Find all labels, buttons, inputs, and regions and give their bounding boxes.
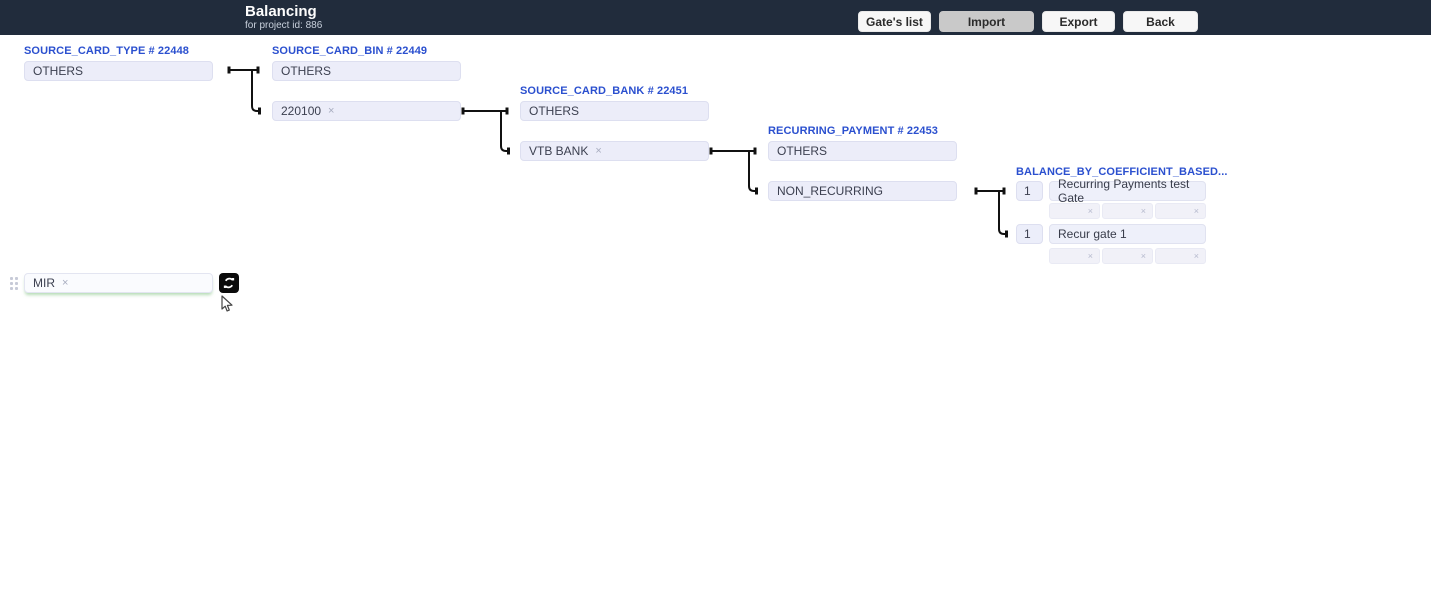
column-label-balance-by-coefficient: BALANCE_BY_COEFFICIENT_BASED... [1016,166,1228,178]
gate-empty-slot-row: × × × [1049,248,1206,264]
connector-bank-to-recurring [709,147,758,195]
import-button[interactable]: Import [939,11,1034,32]
gate-empty-slot-row: × × × [1049,203,1206,219]
node-value: OTHERS [777,144,828,158]
gates-list-button[interactable]: Gate's list [858,11,931,32]
remove-icon[interactable]: × [62,277,69,289]
node-value: OTHERS [33,64,84,78]
remove-icon[interactable]: × [1193,205,1199,216]
sync-icon [223,277,235,289]
connector-recurring-to-gates [974,187,1008,238]
node-source-card-bank-vtb[interactable]: VTB BANK × [520,141,709,161]
gate-coefficient-input[interactable]: 1 [1016,181,1043,201]
connector-card-type-to-bin [227,66,261,115]
page-subtitle: for project id: 886 [245,20,323,31]
gate-empty-slot[interactable]: × [1102,203,1153,219]
remove-icon[interactable]: × [328,104,335,117]
node-value: OTHERS [281,64,332,78]
remove-icon[interactable]: × [1087,250,1093,261]
remove-icon[interactable]: × [595,144,602,157]
coefficient-value: 1 [1024,227,1031,241]
remove-icon[interactable]: × [1087,205,1093,216]
node-source-card-bin-220100[interactable]: 220100 × [272,101,461,121]
column-label-source-card-bin: SOURCE_CARD_BIN # 22449 [272,45,428,57]
node-source-card-bank-others[interactable]: OTHERS [520,101,709,121]
back-button[interactable]: Back [1123,11,1198,32]
drag-handle-icon[interactable] [10,277,21,291]
palette-item-mir[interactable]: MIR × [24,273,213,293]
gate-name-box[interactable]: Recur gate 1 [1049,224,1206,244]
node-source-card-type-others[interactable]: OTHERS [24,61,213,81]
gate-empty-slot[interactable]: × [1049,203,1100,219]
gate-name-box[interactable]: Recurring Payments test Gate [1049,177,1206,205]
connector-bin-to-bank [461,107,510,155]
node-value: NON_RECURRING [777,184,884,198]
gate-name: Recurring Payments test Gate [1058,177,1190,205]
gate-empty-slot[interactable]: × [1155,203,1206,219]
export-button[interactable]: Export [1042,11,1115,32]
gate-name: Recur gate 1 [1058,227,1127,241]
palette-item-value: MIR [33,276,55,290]
header-title-block: Balancing for project id: 886 [245,3,322,31]
page-title: Balancing [245,3,317,20]
coefficient-value: 1 [1024,184,1031,198]
node-recurring-payment-others[interactable]: OTHERS [768,141,957,161]
header-button-group: Gate's list Import Export Back [858,11,1198,32]
remove-icon[interactable]: × [1140,250,1146,261]
node-recurring-payment-non-recurring[interactable]: NON_RECURRING [768,181,957,201]
sync-button[interactable] [219,273,239,293]
column-label-recurring-payment: RECURRING_PAYMENT # 22453 [768,125,939,137]
column-label-source-card-bank: SOURCE_CARD_BANK # 22451 [520,85,689,97]
gate-coefficient-input[interactable]: 1 [1016,224,1043,244]
node-value: VTB BANK [529,144,589,158]
header-bar: Balancing for project id: 886 Gate's lis… [0,0,1431,35]
column-label-source-card-type: SOURCE_CARD_TYPE # 22448 [24,45,190,57]
gate-empty-slot[interactable]: × [1155,248,1206,264]
mouse-cursor [221,295,235,318]
node-source-card-bin-others[interactable]: OTHERS [272,61,461,81]
node-value: 220100 [281,104,322,118]
remove-icon[interactable]: × [1140,205,1146,216]
gate-empty-slot[interactable]: × [1049,248,1100,264]
gate-empty-slot[interactable]: × [1102,248,1153,264]
remove-icon[interactable]: × [1193,250,1199,261]
node-value: OTHERS [529,104,580,118]
